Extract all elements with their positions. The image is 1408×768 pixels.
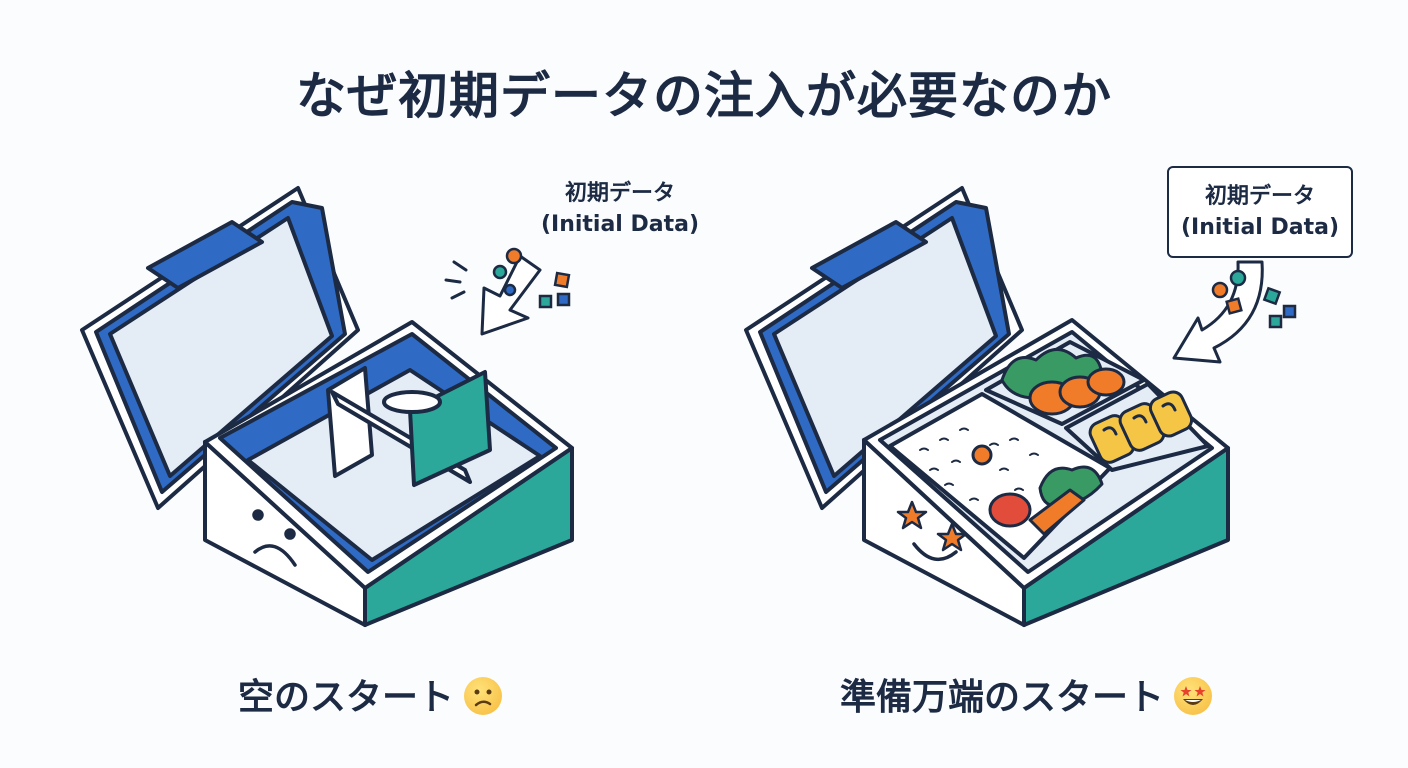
confused-face-icon bbox=[464, 677, 503, 715]
happy-face-icon bbox=[896, 500, 968, 562]
veggies-bottom bbox=[988, 465, 1104, 536]
right-caption: 準備万端のスタート bbox=[840, 668, 1213, 720]
left-caption: 空のスタート bbox=[238, 668, 503, 720]
curved-arrow-icon bbox=[1172, 260, 1264, 364]
right-box-body bbox=[862, 318, 1230, 627]
right-lid bbox=[744, 186, 1024, 510]
left-data-arrow bbox=[444, 247, 571, 336]
left-lid bbox=[80, 186, 360, 510]
left-label-line2: (Initial Data) bbox=[540, 212, 700, 237]
page-title: なぜ初期データの注入が必要なのか bbox=[296, 67, 1112, 125]
empty-bento-box bbox=[80, 186, 574, 627]
right-lid-clip bbox=[810, 220, 928, 290]
full-bento-box bbox=[744, 186, 1230, 627]
left-lid-clip bbox=[146, 220, 264, 290]
right-label-line1: 初期データ bbox=[1204, 184, 1315, 209]
left-initial-data-label: 初期データ (Initial Data) bbox=[520, 178, 720, 240]
veggies-top bbox=[1000, 348, 1126, 416]
right-initial-data-box bbox=[1167, 166, 1353, 258]
right-initial-data-label: 初期データ (Initial Data) bbox=[1167, 181, 1353, 243]
umeboshi bbox=[971, 444, 993, 466]
tamagoyaki bbox=[1088, 390, 1194, 464]
right-label-line2: (Initial Data) bbox=[1180, 215, 1340, 240]
right-data-arrow bbox=[1172, 260, 1297, 364]
rice bbox=[919, 427, 1039, 501]
left-label-line1: 初期データ bbox=[564, 181, 675, 206]
right-caption-text: 準備万端のスタート bbox=[840, 677, 1165, 718]
left-caption-text: 空のスタート bbox=[238, 677, 455, 718]
star-struck-face-icon bbox=[1174, 677, 1213, 715]
sad-face-icon bbox=[252, 509, 297, 567]
